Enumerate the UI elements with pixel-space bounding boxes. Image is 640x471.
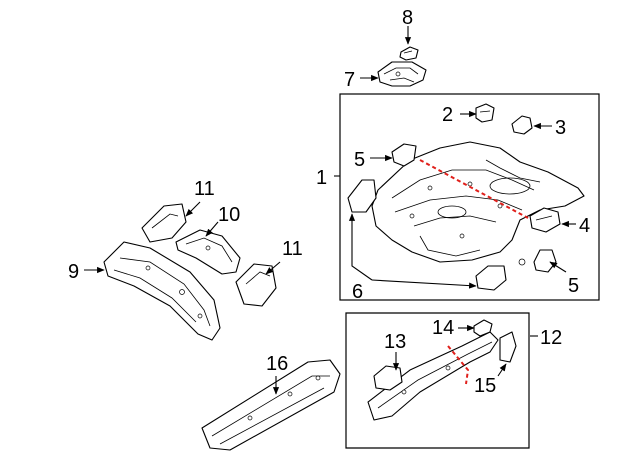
callout-6: 6	[352, 281, 363, 303]
rear-rail-group-box	[345, 312, 530, 449]
callout-1: 1	[316, 167, 327, 189]
part-15-bracket[interactable]	[499, 331, 517, 363]
part-16-side-sill[interactable]	[201, 359, 341, 451]
part-9-rear-side-member[interactable]	[103, 241, 221, 341]
part-4-bracket[interactable]	[529, 207, 561, 233]
part-14-bracket[interactable]	[473, 319, 493, 337]
callout-9: 9	[68, 261, 79, 283]
callout-7: 7	[344, 69, 355, 91]
callout-2: 2	[442, 104, 453, 126]
callout-12: 12	[540, 327, 562, 349]
part-10-reinforcement[interactable]	[175, 229, 241, 275]
callout-11-lower: 11	[282, 238, 303, 260]
part-13-bracket[interactable]	[373, 365, 403, 391]
part-2-bracket[interactable]	[475, 103, 495, 123]
callout-4: 4	[579, 215, 590, 237]
callout-16: 16	[266, 353, 288, 375]
callout-13: 13	[384, 331, 406, 353]
part-6-brackets[interactable]	[347, 179, 507, 291]
callout-15: 15	[474, 375, 496, 397]
callout-5-lower: 5	[568, 275, 579, 297]
floor-pan-group-box	[339, 93, 600, 301]
callout-5-upper: 5	[354, 149, 365, 171]
part-8-bracket[interactable]	[399, 46, 419, 61]
part-5-upper-bracket[interactable]	[391, 143, 417, 167]
part-3-bracket[interactable]	[511, 115, 533, 135]
callout-labels: 8 7 2 3 5 1 4 5 6 9 11 10 11 16 12 13 14…	[68, 7, 590, 397]
callout-10: 10	[218, 204, 240, 226]
part-5-lower-bracket[interactable]	[518, 249, 557, 273]
leader-lines	[84, 26, 576, 395]
part-1-rear-floor-pan[interactable]	[371, 141, 585, 263]
callout-3: 3	[555, 117, 566, 139]
callout-11-upper: 11	[194, 178, 215, 200]
callout-14: 14	[432, 317, 454, 339]
part-11-upper-bracket[interactable]	[141, 203, 187, 243]
callout-8: 8	[402, 7, 413, 29]
part-12-rear-rail[interactable]	[367, 331, 499, 421]
part-7-bracket[interactable]	[377, 61, 427, 87]
